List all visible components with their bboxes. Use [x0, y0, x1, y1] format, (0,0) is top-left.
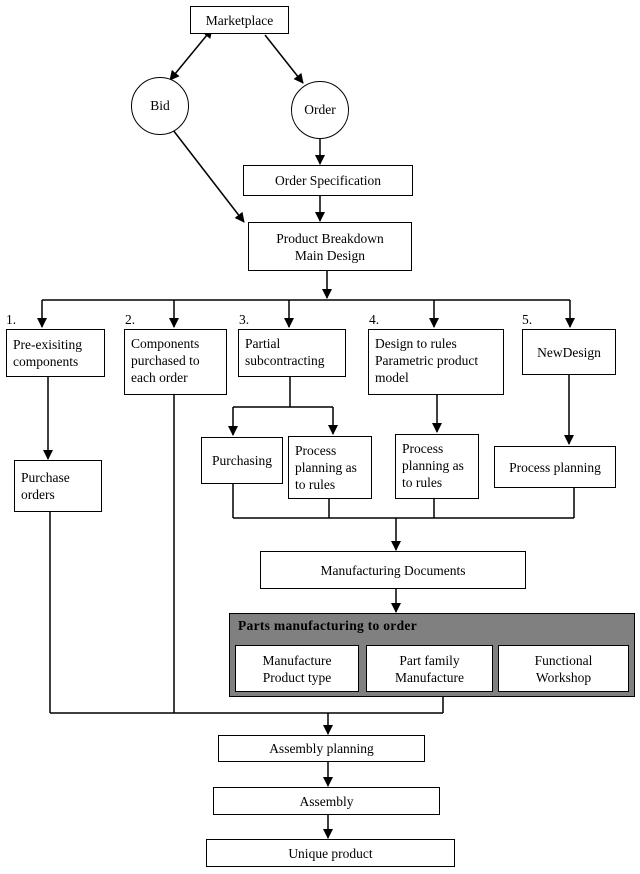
branch-4-number: 4.	[369, 312, 380, 327]
process-planning-rules-4-box: Process planning as to rules	[395, 434, 479, 499]
functional-workshop-label: Functional Workshop	[534, 652, 593, 685]
branch-4-label: Design to rules Parametric product model	[375, 336, 479, 385]
assembly-planning-box: Assembly planning	[218, 735, 425, 762]
parts-manufacturing-title: Parts manufacturing to order	[238, 618, 417, 633]
bid-label: Bid	[150, 98, 170, 113]
branch-2-label: Components purchased to each order	[131, 336, 200, 385]
purchasing-box: Purchasing	[201, 437, 283, 484]
bid-circle: Bid	[131, 77, 189, 135]
marketplace-box: Marketplace	[190, 6, 289, 34]
process-planning-rules-3-box: Process planning as to rules	[288, 436, 372, 499]
branch-5-box: NewDesign	[522, 329, 616, 375]
assembly-planning-label: Assembly planning	[269, 741, 374, 756]
arrow-bid-breakdown	[167, 122, 245, 223]
purchase-orders-box: Purchase orders	[14, 460, 102, 512]
process-planning-rules-3-label: Process planning as to rules	[295, 443, 357, 492]
process-planning-label: Process planning	[509, 459, 601, 475]
unique-product-label: Unique product	[288, 845, 373, 861]
manufacturing-documents-label: Manufacturing Documents	[320, 562, 466, 578]
branch-1-box: Pre-exisiting components	[6, 329, 105, 377]
branch-1-label: Pre-exisiting components	[13, 337, 82, 369]
manufacture-product-type-box: Manufacture Product type	[235, 645, 359, 692]
product-breakdown-box: Product Breakdown Main Design	[248, 222, 412, 271]
branch-3-box: Partial subcontracting	[238, 329, 346, 377]
branch-4-box: Design to rules Parametric product model	[368, 329, 504, 395]
branch-2-box: Components purchased to each order	[124, 329, 227, 395]
unique-product-box: Unique product	[206, 839, 455, 867]
manufacture-product-type-label: Manufacture Product type	[262, 652, 332, 685]
part-family-manufacture-box: Part family Manufacture	[366, 645, 493, 692]
product-breakdown-label: Product Breakdown Main Design	[276, 230, 384, 263]
purchase-orders-label: Purchase orders	[21, 470, 70, 502]
branch-3-number: 3.	[239, 312, 250, 327]
arrow-marketplace-bid	[169, 28, 213, 81]
manufacturing-documents-box: Manufacturing Documents	[260, 551, 526, 589]
order-specification-box: Order Specification	[243, 165, 413, 196]
process-planning-box: Process planning	[494, 446, 616, 488]
purchasing-label: Purchasing	[212, 453, 272, 468]
branch-5-label: NewDesign	[537, 344, 601, 360]
assembly-box: Assembly	[213, 787, 440, 815]
process-planning-rules-4-label: Process planning as to rules	[402, 441, 464, 490]
order-specification-label: Order Specification	[274, 173, 382, 188]
arrow-marketplace-order	[264, 34, 304, 84]
marketplace-label: Marketplace	[205, 12, 274, 28]
part-family-manufacture-label: Part family Manufacture	[395, 652, 464, 685]
order-label: Order	[304, 102, 336, 117]
functional-workshop-box: Functional Workshop	[498, 645, 629, 692]
assembly-label: Assembly	[299, 793, 354, 809]
branch-1-number: 1.	[6, 312, 17, 327]
order-circle: Order	[291, 81, 349, 139]
branch-5-number: 5.	[522, 312, 533, 327]
branch-3-label: Partial subcontracting	[245, 336, 325, 368]
branch-2-number: 2.	[125, 312, 136, 327]
